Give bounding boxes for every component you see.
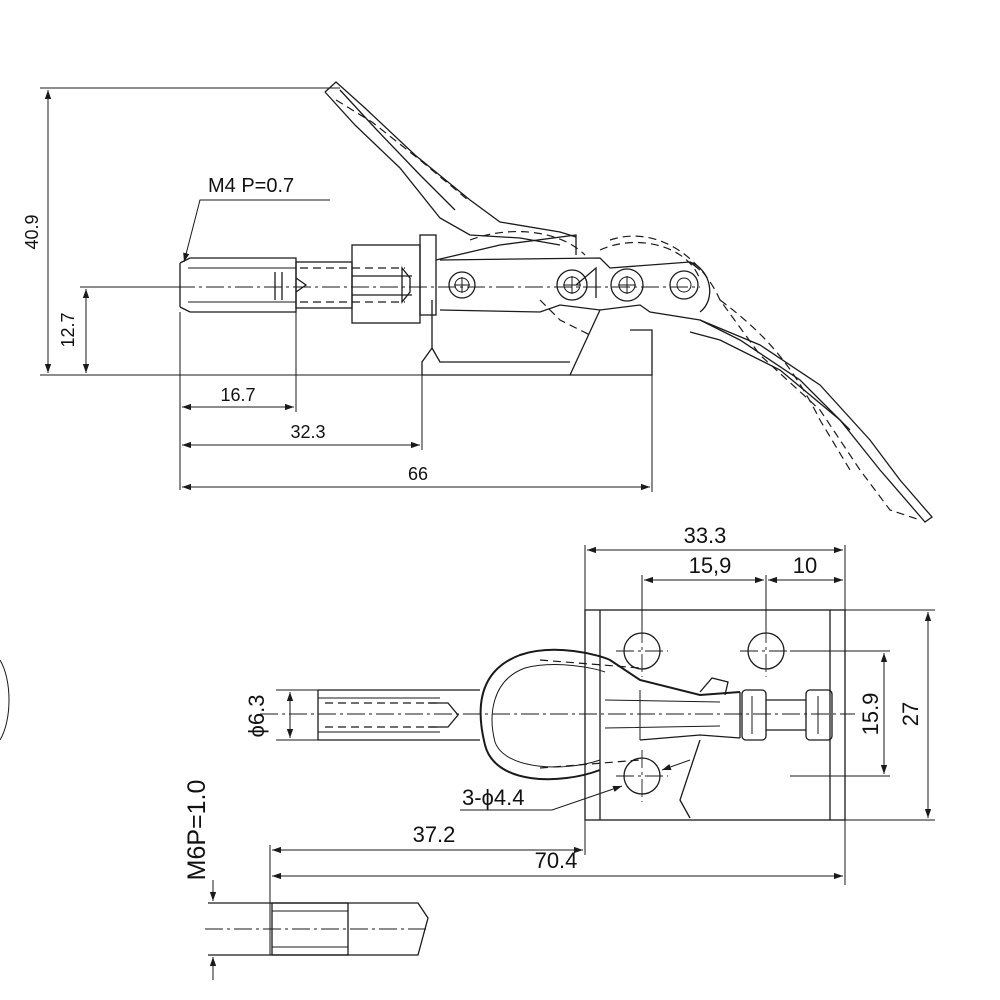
dim-15-9-vertical: 15.9 bbox=[790, 650, 890, 777]
dim-70-4: 70.4 bbox=[272, 848, 843, 880]
detail-thread-label: M6P=1.0 bbox=[183, 780, 211, 881]
mounting-holes-label: 3-ϕ4.4 bbox=[462, 785, 524, 810]
dim-32-3: 32.3 bbox=[182, 375, 423, 450]
dim-40-9: 40.9 bbox=[22, 87, 422, 376]
edge-artifact bbox=[0, 659, 10, 741]
dim-10: 10 bbox=[768, 553, 843, 584]
dim-10-label: 10 bbox=[793, 553, 817, 578]
side-links bbox=[439, 257, 851, 431]
side-pivots bbox=[448, 268, 699, 302]
dim-12-7-label: 12.7 bbox=[58, 312, 78, 347]
side-base-plate bbox=[421, 300, 653, 376]
dim-37-2-label: 37.2 bbox=[413, 822, 456, 847]
side-thread-label: M4 P=0.7 bbox=[208, 175, 294, 197]
top-view: 33.3 15,9 10 15.9 27 ϕ6.3 bbox=[244, 523, 935, 955]
top-pivot-end bbox=[741, 689, 833, 741]
dim-66: 66 bbox=[182, 375, 653, 492]
dim-37-2: 37.2 bbox=[269, 820, 586, 955]
side-thread-leader: M4 P=0.7 bbox=[183, 175, 330, 263]
dim-15-9-horizontal: 15,9 bbox=[641, 553, 767, 630]
top-mounting-holes bbox=[616, 625, 792, 802]
dim-33-3-label: 33.3 bbox=[684, 523, 727, 548]
dim-phi-6-3: ϕ6.3 bbox=[244, 689, 318, 741]
dim-15-9-v-label: 15.9 bbox=[858, 693, 883, 736]
side-handle-closed bbox=[324, 81, 933, 523]
top-housing bbox=[479, 648, 741, 819]
detail-view: M6P=1.0 bbox=[183, 780, 430, 980]
dim-70-4-label: 70.4 bbox=[535, 848, 578, 873]
mounting-holes-leader: 3-ϕ4.4 bbox=[460, 759, 691, 811]
dim-phi-6-3-label: ϕ6.3 bbox=[244, 695, 269, 738]
dim-27-label: 27 bbox=[898, 702, 923, 726]
dim-16-7: 16.7 bbox=[179, 312, 297, 490]
side-handle-open bbox=[335, 99, 921, 521]
dim-15-9-h-label: 15,9 bbox=[689, 553, 732, 578]
dim-32-3-label: 32.3 bbox=[290, 422, 325, 442]
dim-66-label: 66 bbox=[408, 464, 428, 484]
dim-40-9-label: 40.9 bbox=[22, 214, 42, 249]
side-plunger bbox=[179, 257, 412, 313]
dim-27: 27 bbox=[845, 609, 935, 821]
side-guide-block bbox=[351, 234, 577, 324]
side-view: M4 P=0.7 40.9 12.7 16.7 32.3 bbox=[22, 81, 933, 523]
top-plunger bbox=[317, 689, 480, 741]
dim-33-3: 33.3 bbox=[584, 523, 846, 885]
dim-12-7: 12.7 bbox=[58, 286, 180, 373]
dim-16-7-label: 16.7 bbox=[220, 385, 255, 405]
